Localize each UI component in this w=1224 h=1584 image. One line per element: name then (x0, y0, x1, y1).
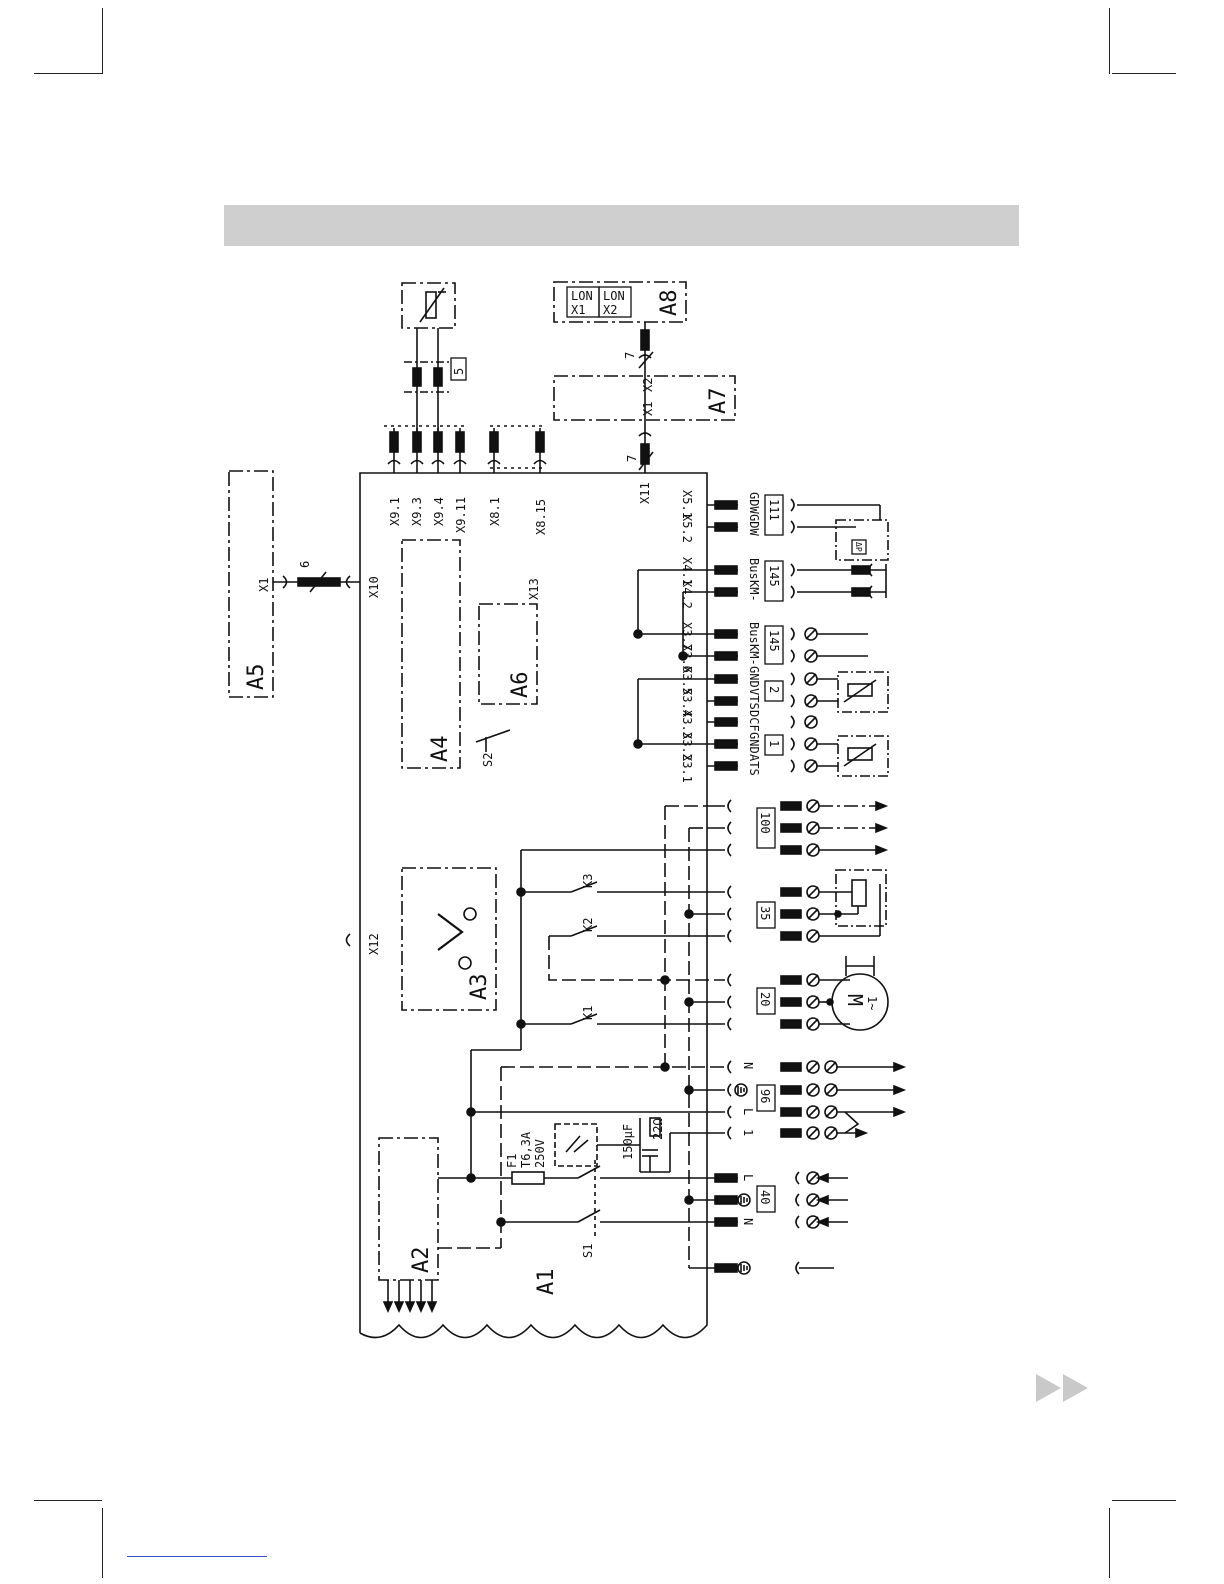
connector-x11: X11 (638, 482, 652, 504)
a8-x2: X2 (603, 303, 617, 317)
earth-icon (738, 1194, 750, 1206)
term-l-1: L (741, 1108, 755, 1115)
connector-x8-1: X8.1 (488, 497, 502, 526)
wire-count-a7-top: 7 (623, 352, 637, 359)
plug-label-111: 111 (767, 499, 781, 521)
signal-vts: VTS (747, 688, 761, 710)
connector-x8-15: X8.15 (534, 499, 548, 535)
plug-label-40: 40 (758, 1190, 772, 1204)
sensor-top-box (402, 283, 455, 328)
signal-gnd-1: GND (747, 666, 761, 688)
outdoor-temp-sensor-box (838, 736, 888, 776)
switch-label-s1: S1 (581, 1244, 595, 1258)
module-label-a1: A1 (534, 1269, 559, 1296)
signal-km-2: KM- (747, 644, 761, 666)
thermistor-icon (420, 288, 446, 322)
plug-label-1: 1 (767, 740, 781, 747)
module-label-a2: A2 (409, 1247, 434, 1274)
triac-box (555, 1124, 597, 1166)
fuse-voltage: 250V (533, 1139, 547, 1168)
rc-resistor: 22Ω (651, 1118, 665, 1140)
connector-x4-2: X4.2 (680, 580, 694, 609)
fuse-name: F1 (505, 1154, 519, 1168)
connector-x9-3: X9.3 (410, 497, 424, 526)
term-n-2: N (741, 1218, 755, 1225)
switch-s2-symbol (476, 730, 510, 752)
a8-x1: X1 (571, 303, 585, 317)
a1-board-outline (360, 473, 707, 1338)
connector-x12: X12 (367, 933, 381, 955)
signal-bus-1: Bus (747, 558, 761, 580)
term-n-1: N (741, 1062, 755, 1069)
signal-gdw-2: GDW (747, 514, 761, 536)
term-l-2: L (741, 1174, 755, 1181)
plug-label-145-b: 145 (767, 630, 781, 652)
a2-output-arrows (384, 1280, 436, 1311)
module-label-a7: A7 (706, 388, 731, 415)
module-label-a8: A8 (657, 290, 682, 317)
signal-km-1: KM- (747, 580, 761, 602)
plug-label-100: 100 (758, 812, 772, 834)
fuse-rating: T6,3A (519, 1131, 533, 1168)
relay-label-k3: K3 (581, 874, 595, 888)
connector-x13: X13 (527, 578, 541, 600)
burner-control-icon (438, 908, 476, 969)
signal-gdw-1: GDW (747, 492, 761, 514)
module-label-a3: A3 (467, 974, 492, 1001)
plug-label-5: 5 (452, 368, 466, 375)
a5-x1-label: X1 (257, 578, 271, 592)
signal-gnd-2: GND (747, 732, 761, 754)
a7-x2: X2 (641, 378, 655, 392)
signal-ats: ATS (747, 754, 761, 776)
low-voltage-field-wiring: ΔP (791, 499, 888, 776)
plug-label-96: 96 (758, 1089, 772, 1103)
a7-x1: X1 (641, 402, 655, 416)
wire-count-a7-bottom: 7 (625, 455, 639, 462)
module-label-a5: A5 (244, 664, 269, 691)
plug-label-2: 2 (767, 686, 781, 693)
relay-wiring: K3 K2 K1 (438, 800, 738, 1272)
x9-x8-connectors (384, 426, 546, 473)
rc-capacitor: 150µF (621, 1124, 635, 1160)
motor-symbol: M (843, 994, 867, 1006)
gas-valve-box (836, 870, 886, 926)
motor-phase: 1~ (865, 996, 879, 1010)
term-1: 1 (741, 1129, 755, 1136)
a8-lon1: LON (571, 289, 593, 303)
module-label-a4: A4 (428, 736, 453, 763)
connector-x10: X10 (367, 576, 381, 598)
connector-x9-4: X9.4 (432, 497, 446, 526)
plug-label-35: 35 (758, 906, 772, 920)
connector-x9-11: X9.11 (454, 497, 468, 533)
wire-count-a5: 6 (298, 561, 312, 568)
plug-label-20: 20 (758, 992, 772, 1006)
connector-x3-1: X3.1 (680, 754, 694, 783)
a8-lon2: LON (603, 289, 625, 303)
connector-x9-1: X9.1 (388, 497, 402, 526)
earth-icon (738, 1262, 750, 1274)
signal-bus-2: Bus (747, 622, 761, 644)
module-a4 (402, 540, 460, 768)
pressure-switch-label: ΔP (854, 542, 863, 552)
earth-icon (735, 1084, 747, 1096)
flow-temp-sensor-box (838, 672, 888, 712)
relay-label-k2: K2 (581, 918, 595, 932)
module-label-a6: A6 (508, 672, 533, 699)
switch-label-s2: S2 (481, 753, 495, 767)
plug-label-145-a: 145 (767, 565, 781, 587)
signal-dcf: DCF (747, 710, 761, 732)
connector-x5-2: X5.2 (680, 514, 694, 543)
line-voltage-field-wiring: M 1~ (781, 800, 904, 1274)
relay-label-k1: K1 (581, 1006, 595, 1020)
